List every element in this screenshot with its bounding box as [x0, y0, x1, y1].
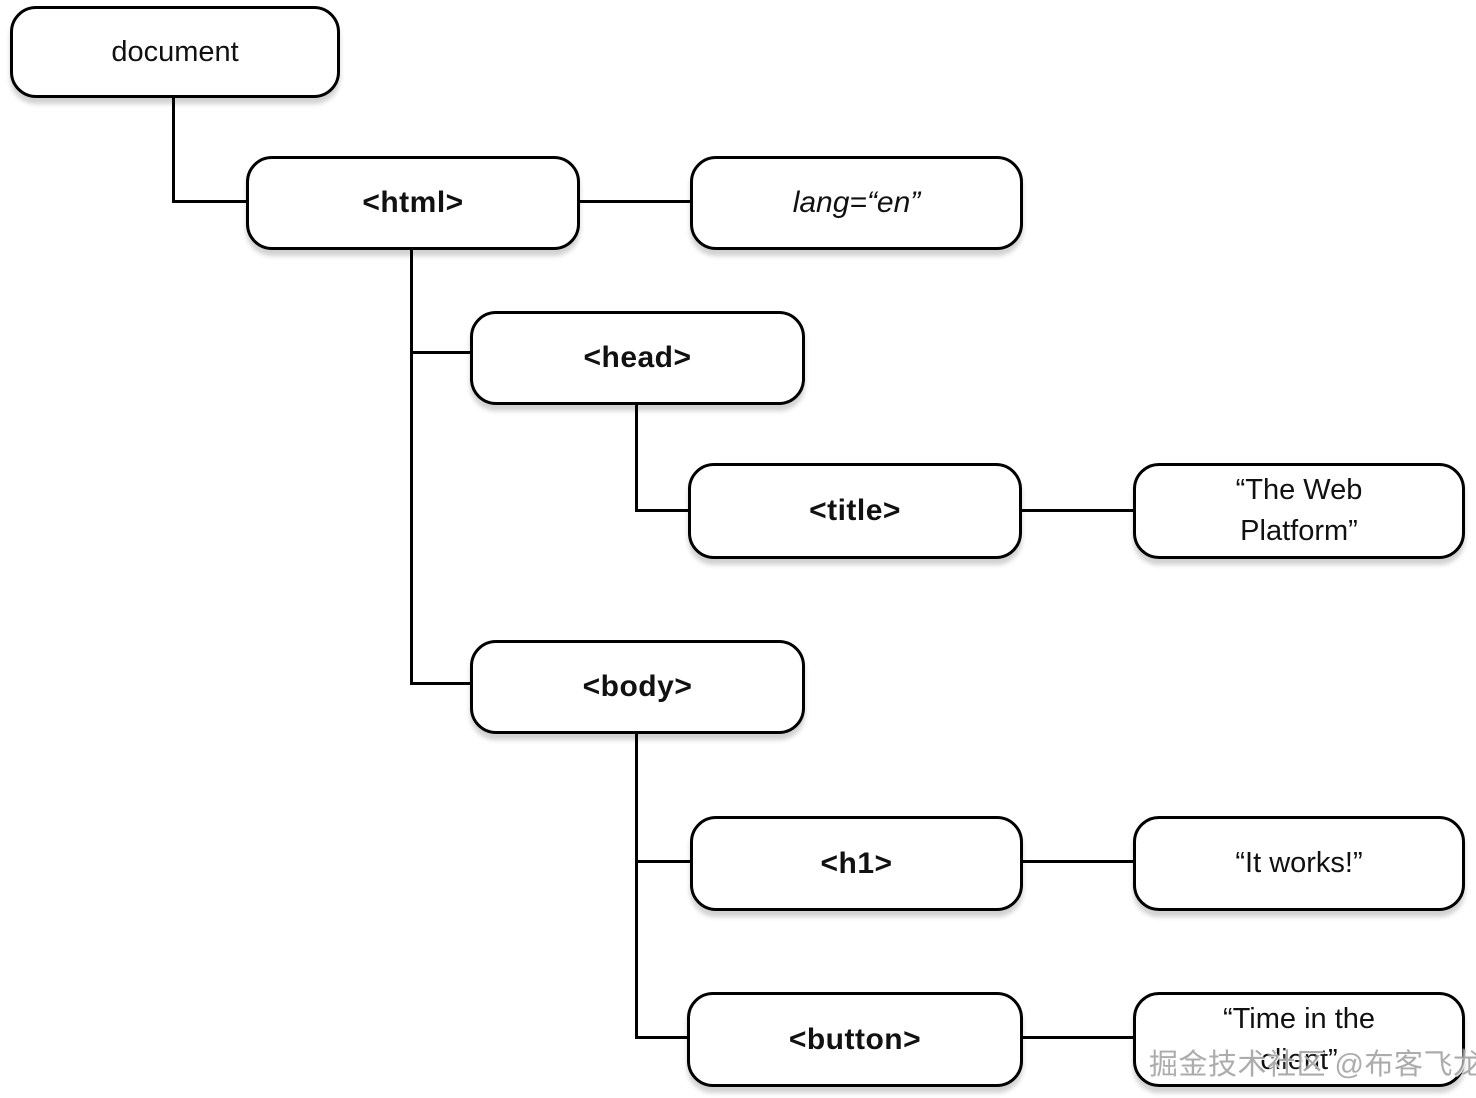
node-html-label: <html>: [362, 186, 464, 219]
edge-document-down: [172, 97, 175, 203]
edge-html-body: [410, 682, 472, 685]
edge-body-button: [635, 1036, 689, 1039]
edge-title-text: [1020, 509, 1135, 512]
node-body: <body>: [470, 640, 805, 734]
node-button-text-label: “Time in the client”: [1222, 1002, 1376, 1076]
edge-body-down: [635, 733, 638, 1039]
edge-head-down: [635, 404, 638, 512]
edge-button-text: [1021, 1036, 1135, 1039]
node-title-text: “The Web Platform”: [1133, 463, 1465, 559]
edge-html-lang: [578, 200, 692, 203]
node-title-text-label: “The Web Platform”: [1235, 474, 1363, 547]
edge-document-html: [172, 200, 248, 203]
node-h1-label: <h1>: [820, 846, 893, 880]
edge-html-head: [410, 351, 472, 354]
node-title-label: <title>: [809, 494, 901, 527]
edge-head-title: [635, 509, 690, 512]
edge-body-h1: [635, 860, 692, 863]
node-button: <button>: [687, 992, 1023, 1087]
node-h1-text-label: “It works!”: [1235, 847, 1363, 880]
edge-h1-text: [1021, 860, 1135, 863]
node-title: <title>: [688, 463, 1022, 559]
node-head: <head>: [470, 311, 805, 405]
node-h1-text: “It works!”: [1133, 816, 1465, 911]
watermark: 掘金技术社区 @布客飞龙: [1149, 1049, 1476, 1081]
node-button-text: “Time in the client”: [1133, 992, 1465, 1087]
edge-html-down: [410, 249, 413, 685]
node-lang-attr: lang=“en”: [690, 156, 1023, 250]
node-lang-attr-label: lang=“en”: [792, 186, 921, 219]
node-button-label: <button>: [788, 1022, 922, 1056]
node-html: <html>: [246, 156, 580, 250]
node-document: document: [10, 6, 340, 98]
node-head-label: <head>: [583, 341, 692, 374]
node-document-label: document: [111, 35, 239, 68]
node-h1: <h1>: [690, 816, 1023, 911]
node-body-label: <body>: [582, 670, 693, 703]
